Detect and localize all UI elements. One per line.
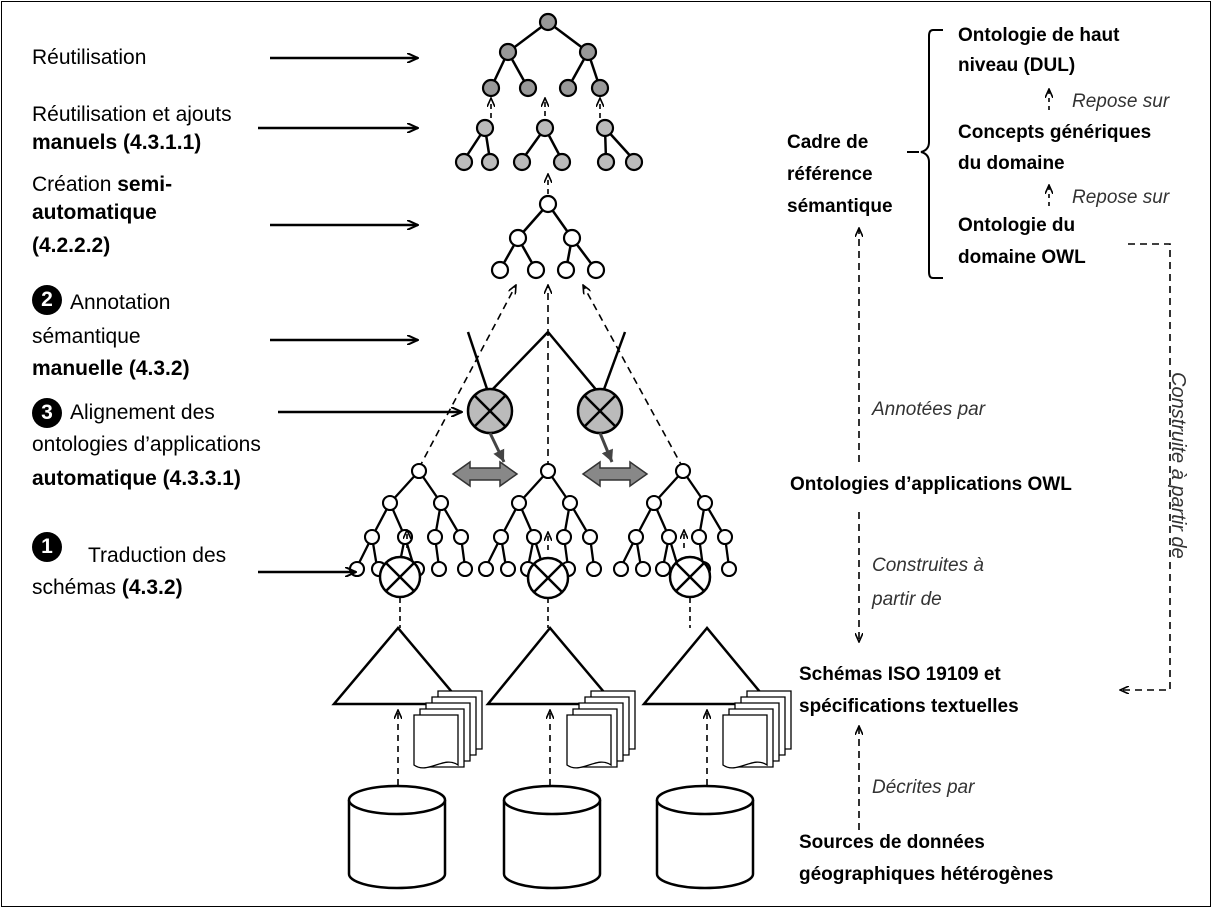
translation-operator-3 [668,555,712,599]
schema-triangle-1 [331,626,465,706]
domain-ontology-tree [490,194,606,280]
step-2-badge: 2 [32,285,62,315]
label-annotation-line1: Annotation [70,291,171,314]
application-ontologies-label: Ontologies d’applications OWL [790,474,1072,495]
translation-operator-2 [526,556,570,600]
described-by-label: Décrites par [872,777,975,798]
label-translation-line1: Traduction des [88,544,227,567]
label-translation-line2: schémas (4.3.2) [32,575,183,601]
translation-operator-1 [378,555,422,599]
built-from-line1: Construites à [872,555,984,576]
label-semi-auto-bold: semi- [117,173,173,196]
vertical-built-from-label: Construite à partir de [1167,372,1189,559]
label-alignment-line1: Alignement des [70,401,215,424]
alignment-operator-right [576,387,624,435]
label-semi-auto-line3: (4.2.2.2) [32,234,111,257]
domain-ontology-line1: Ontologie du [958,215,1076,236]
alignment-double-arrow-left [451,460,519,488]
label-annotation-line3: manuelle (4.3.2) [32,357,190,380]
annotated-by-label: Annotées par [872,399,986,420]
label-alignment-line2: ontologies d’applications [32,433,261,456]
alignment-double-arrow-right [581,460,649,488]
database-2 [502,784,602,890]
schema-triangle-2 [485,626,617,706]
high-level-ontology-line2: niveau (DUL) [958,55,1076,76]
label-translation-bold: (4.3.2) [121,576,183,599]
step-3-badge: 3 [32,398,62,428]
step-1-badge: 1 [32,532,62,562]
schema-triangle-3 [641,626,773,706]
sources-line1: Sources de données [799,832,985,853]
relies-on-label-2: Repose sur [1072,187,1170,208]
label-reuse: Réutilisation [32,46,147,69]
alignment-operator-left [466,387,514,435]
label-semi-auto-prefix: Création [32,173,118,196]
label-semi-auto-line1: Création semi- [32,172,172,198]
relies-on-label-1: Repose sur [1072,91,1170,112]
label-semi-auto-line2: automatique [32,201,157,224]
label-reuse-manual-line1: Réutilisation et ajouts [32,103,232,126]
label-translation-prefix: schémas [32,576,122,599]
generic-concepts-line1: Concepts génériques [958,122,1152,143]
generic-concepts-line2: du domaine [958,153,1065,174]
semantic-frame-line1: Cadre de [787,132,869,153]
domain-ontology-line2: domaine OWL [958,247,1086,268]
sources-line2: géographiques hétérogènes [799,864,1054,885]
semantic-frame-line3: sémantique [787,196,893,217]
high-level-ontology-line1: Ontologie de haut [958,25,1120,46]
schemas-line1: Schémas ISO 19109 et [799,664,1001,685]
database-1 [347,784,447,890]
schemas-line2: spécifications textuelles [799,696,1019,717]
built-from-line2: partir de [872,589,942,610]
label-reuse-manual-line2: manuels (4.3.1.1) [32,131,202,154]
label-annotation-line2: sémantique [32,325,141,348]
database-3 [655,784,755,890]
semantic-frame-line2: référence [787,164,873,185]
label-alignment-line3: automatique (4.3.3.1) [32,467,241,490]
